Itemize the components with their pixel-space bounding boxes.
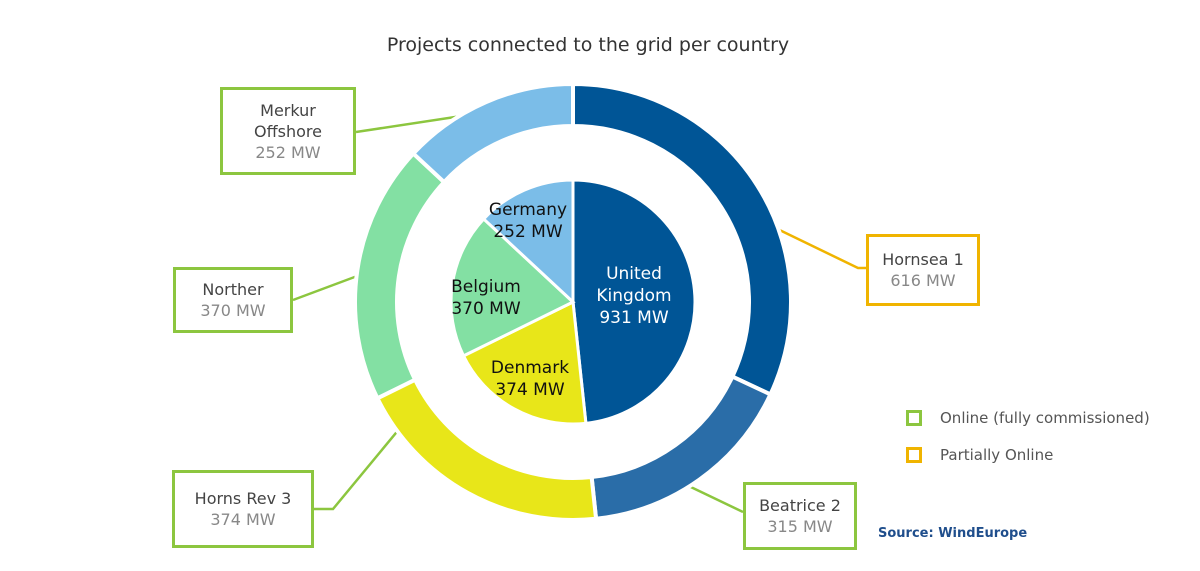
legend-swatch-partial (906, 447, 922, 463)
callout-horns-rev-3: Horns Rev 3 374 MW (172, 470, 314, 548)
ring-segment-merkur-offshore (410, 81, 575, 185)
inner-label-uk-mw: 931 MW (599, 308, 669, 328)
inner-label-denmark: Denmark 374 MW (470, 357, 590, 401)
leader-line-hornsea-1 (762, 220, 866, 270)
inner-label-uk-line2: Kingdom (596, 286, 672, 306)
callout-merkur-offshore: Merkur Offshore 252 MW (220, 87, 356, 175)
pie-slice-united-kingdom (571, 178, 697, 425)
inner-label-united-kingdom: United Kingdom 931 MW (574, 263, 694, 329)
legend-label-partial: Partially Online (940, 446, 1054, 464)
chart-title: Projects connected to the grid per count… (386, 34, 790, 56)
inner-label-denmark-name: Denmark (490, 358, 570, 378)
inner-label-belgium: Belgium 370 MW (426, 276, 546, 320)
callout-beatrice-name: Beatrice 2 (759, 496, 841, 515)
pie-slice-denmark (461, 299, 588, 426)
callout-beatrice-mw: 315 MW (767, 517, 833, 536)
inner-label-uk-line1: United (606, 264, 662, 284)
pie-slice-belgium (449, 216, 576, 358)
callout-beatrice-2: Beatrice 2 315 MW (743, 482, 857, 550)
callout-hornsea-1: Hornsea 1 616 MW (866, 234, 980, 306)
callout-merkur-name-line1: Merkur (260, 100, 316, 120)
inner-label-belgium-mw: 370 MW (451, 299, 521, 319)
legend-swatch-online (906, 410, 922, 426)
callout-norther-mw: 370 MW (200, 301, 266, 320)
legend-item-partial: Partially Online (906, 445, 1053, 465)
callout-hornsea-name: Hornsea 1 (882, 250, 964, 269)
inner-label-germany-mw: 252 MW (493, 222, 563, 242)
leader-line-horns-rev-3 (314, 421, 406, 511)
inner-pie (449, 178, 697, 426)
inner-label-denmark-mw: 374 MW (495, 380, 565, 400)
callout-norther-name: Norther (202, 280, 264, 299)
legend-label-online: Online (fully commissioned) (940, 409, 1150, 427)
outer-ring (353, 81, 793, 522)
callout-hornsrev-mw: 374 MW (210, 510, 276, 529)
callout-hornsrev-name: Horns Rev 3 (194, 489, 292, 508)
legend-item-online: Online (fully commissioned) (906, 408, 1150, 428)
source-note: Source: WindEurope (878, 526, 1028, 541)
callout-merkur-mw: 252 MW (255, 142, 321, 162)
inner-label-belgium-name: Belgium (451, 277, 521, 297)
inner-label-germany: Germany 252 MW (468, 199, 588, 243)
callout-norther: Norther 370 MW (173, 267, 293, 333)
inner-label-germany-name: Germany (488, 200, 568, 220)
pie-slice-germany (481, 178, 575, 306)
callout-merkur-name-line2: Offshore (254, 121, 322, 141)
callout-hornsea-mw: 616 MW (890, 271, 956, 290)
